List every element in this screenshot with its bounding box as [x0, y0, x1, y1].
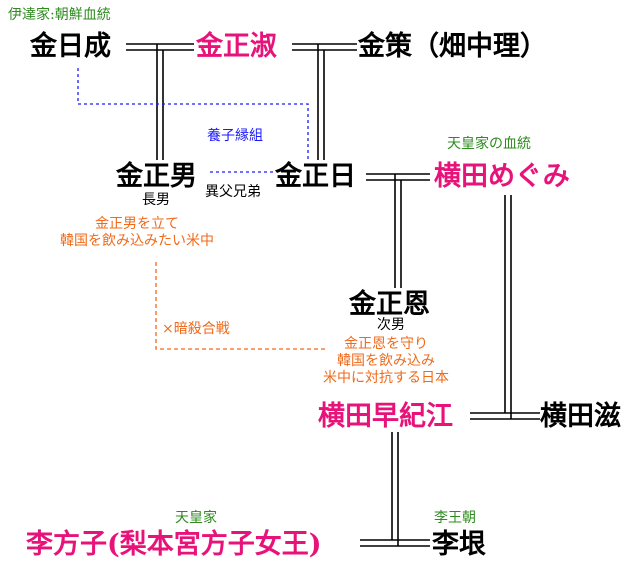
person-yi-bangja: 李方子(梨本宮方子女王) — [26, 529, 322, 560]
assassination-dashed-line — [155, 262, 325, 350]
person-kim-saku: 金策（畑中理） — [358, 31, 547, 62]
person-kim-jong-nam: 金正男 — [116, 161, 197, 192]
person-yokota-megumi: 横田めぐみ — [434, 161, 570, 192]
label-adoption: 養子縁組 — [207, 128, 263, 144]
person-yokota-sakie: 横田早紀江 — [318, 401, 453, 432]
person-kim-il-sung: 金日成 — [30, 31, 111, 62]
person-yi-eun: 李垠 — [432, 529, 486, 560]
label-itatsu-clan: 伊達家:朝鮮血統 — [8, 7, 111, 23]
note-kim-jong-nam: 金正男を立て 韓国を飲み込みたい米中 — [60, 216, 214, 249]
person-kim-jong-un: 金正恩 — [349, 289, 430, 320]
label-assassination: ×暗殺合戦 — [162, 321, 230, 337]
label-yi-dynasty: 李王朝 — [434, 510, 476, 526]
note-kim-jong-un: 金正恩を守り 韓国を飲み込み 米中に対抗する日本 — [323, 336, 449, 386]
label-second-son: 次男 — [377, 317, 405, 333]
person-kim-jong-suk: 金正淑 — [196, 31, 277, 62]
person-yokota-shigeru: 横田滋 — [540, 401, 621, 432]
label-imperial-blood: 天皇家の血統 — [447, 136, 531, 152]
label-imperial-house: 天皇家 — [175, 510, 217, 526]
label-half-brothers: 異父兄弟 — [205, 184, 261, 200]
person-kim-jong-il: 金正日 — [275, 161, 356, 192]
adoption-dashed-line — [77, 68, 309, 160]
label-eldest-son: 長男 — [142, 192, 170, 208]
